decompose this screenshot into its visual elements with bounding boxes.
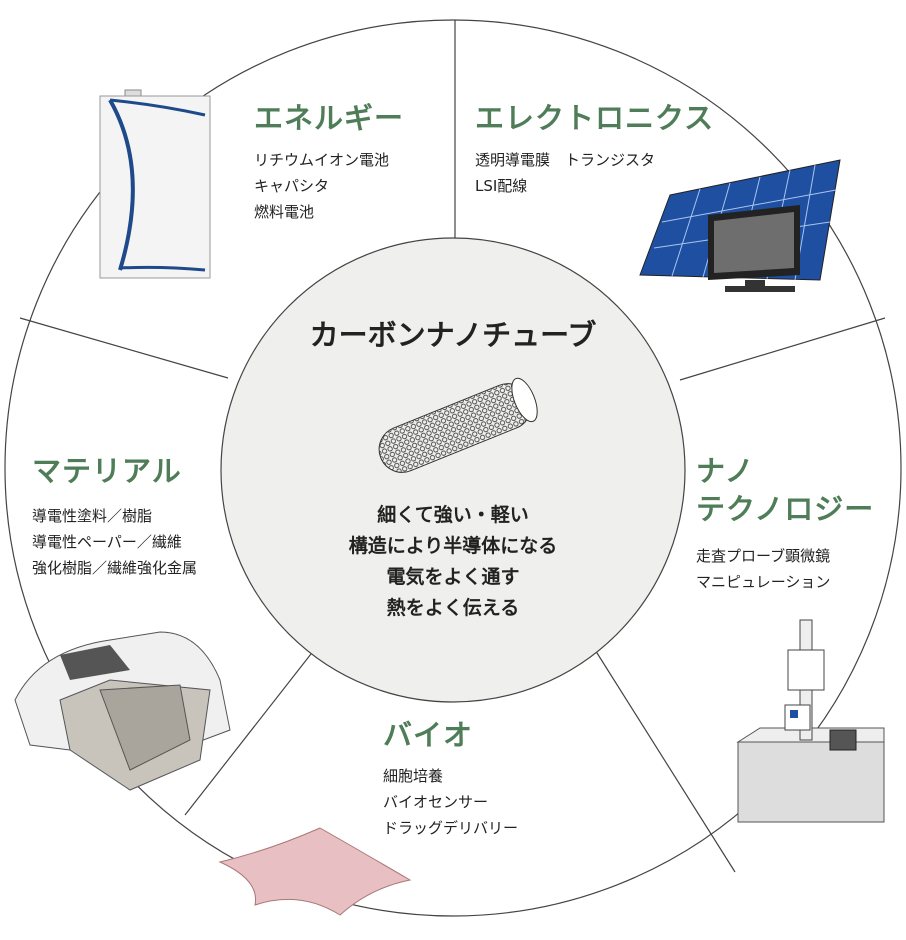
nanotube-icon <box>378 377 538 473</box>
electronics-heading: エレクトロニクス <box>475 101 715 135</box>
list-item: LSI配線 <box>475 177 528 195</box>
car-icon <box>14 631 231 791</box>
heading-line: ナノ <box>696 454 755 488</box>
list-item: リチウムイオン電池 <box>254 151 390 169</box>
energy-heading: エネルギー <box>254 101 405 135</box>
property: 構造により半導体になる <box>348 535 558 557</box>
list-item: 細胞培養 <box>383 767 444 785</box>
list-item: バイオセンサー <box>383 793 489 811</box>
bio-heading: バイオ <box>383 718 474 752</box>
bio-items: 細胞培養 バイオセンサー ドラッグデリバリー <box>383 763 518 841</box>
list-item: 強化樹脂／繊維強化金属 <box>32 559 198 577</box>
list-item: 導電性ペーパー／繊維 <box>32 533 182 551</box>
battery-icon <box>99 89 211 279</box>
center-properties: 細くて強い・軽い 構造により半導体になる 電気をよく通す 熱をよく伝える <box>253 500 653 624</box>
energy-items: リチウムイオン電池 キャパシタ 燃料電池 <box>254 147 389 225</box>
nanotech-items: 走査プローブ顕微鏡 マニピュレーション <box>696 543 830 595</box>
center-title: カーボンナノチューブ <box>309 318 597 352</box>
list-item: 導電性塗料／樹脂 <box>32 507 153 525</box>
heading-line: テクノロジー <box>696 492 875 526</box>
property: 細くて強い・軽い <box>377 504 529 526</box>
sector-dividers <box>19 20 886 873</box>
center-circle <box>220 237 686 703</box>
property: 電気をよく通す <box>386 566 520 588</box>
material-items: 導電性塗料／樹脂 導電性ペーパー／繊維 強化樹脂／繊維強化金属 <box>32 503 197 581</box>
list-item: 透明導電膜 トランジスタ <box>475 151 656 169</box>
electronics-items: 透明導電膜 トランジスタ LSI配線 <box>475 147 655 199</box>
material-heading: マテリアル <box>32 454 182 488</box>
list-item: ドラッグデリバリー <box>383 819 519 837</box>
list-item: マニピュレーション <box>696 573 831 591</box>
cloth-icon <box>218 827 412 916</box>
property: 熱をよく伝える <box>386 597 520 619</box>
solar-panel-monitor-icon <box>639 159 841 292</box>
list-item: 走査プローブ顕微鏡 <box>696 547 831 565</box>
nanotech-heading: ナノ テクノロジー <box>696 452 874 528</box>
list-item: 燃料電池 <box>254 203 315 221</box>
microscope-icon <box>736 619 885 823</box>
list-item: キャパシタ <box>254 177 330 195</box>
